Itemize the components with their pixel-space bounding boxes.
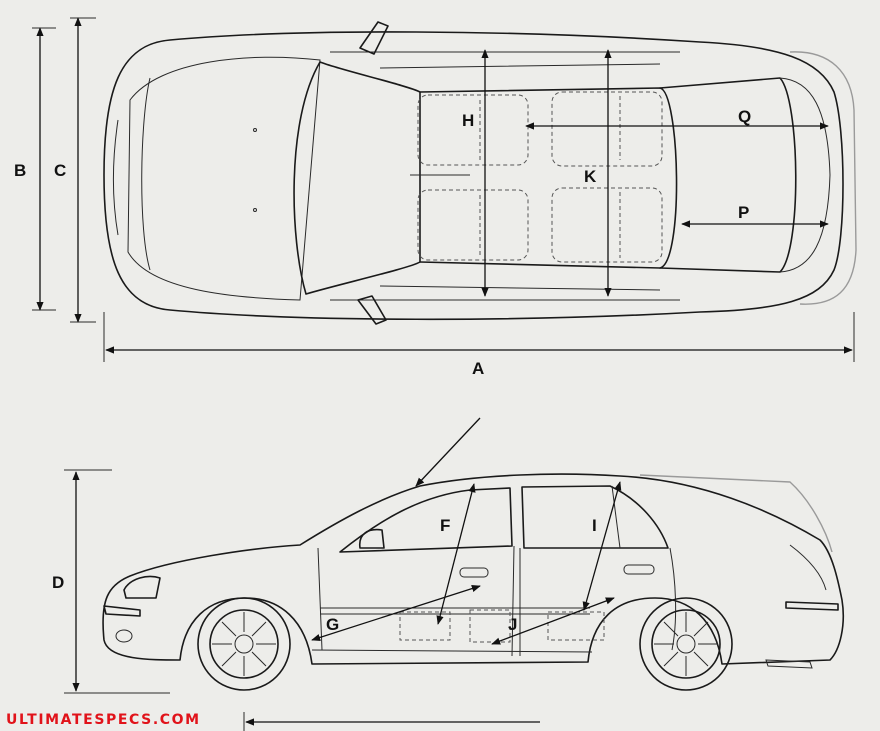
label-d: D bbox=[52, 573, 64, 592]
label-c: C bbox=[54, 161, 66, 180]
rear-wheel bbox=[639, 597, 733, 691]
label-p: P bbox=[738, 203, 749, 222]
label-g: G bbox=[326, 615, 339, 634]
watermark-text: ULTIMATESPECS.COM bbox=[6, 712, 201, 728]
label-a: A bbox=[472, 359, 484, 378]
top-view-labels: B C A H K Q P bbox=[14, 107, 751, 378]
label-k: K bbox=[584, 167, 597, 186]
label-i: I bbox=[592, 516, 597, 535]
top-view-dimensions bbox=[32, 17, 855, 362]
side-view-labels: D F I G J bbox=[52, 516, 597, 634]
label-h: H bbox=[462, 111, 474, 130]
label-j: J bbox=[508, 615, 517, 634]
label-f: F bbox=[440, 516, 450, 535]
label-q: Q bbox=[738, 107, 751, 126]
top-view-car bbox=[103, 21, 857, 325]
label-b: B bbox=[14, 161, 26, 180]
front-wheel bbox=[197, 597, 291, 691]
side-view-dimensions bbox=[64, 417, 622, 731]
